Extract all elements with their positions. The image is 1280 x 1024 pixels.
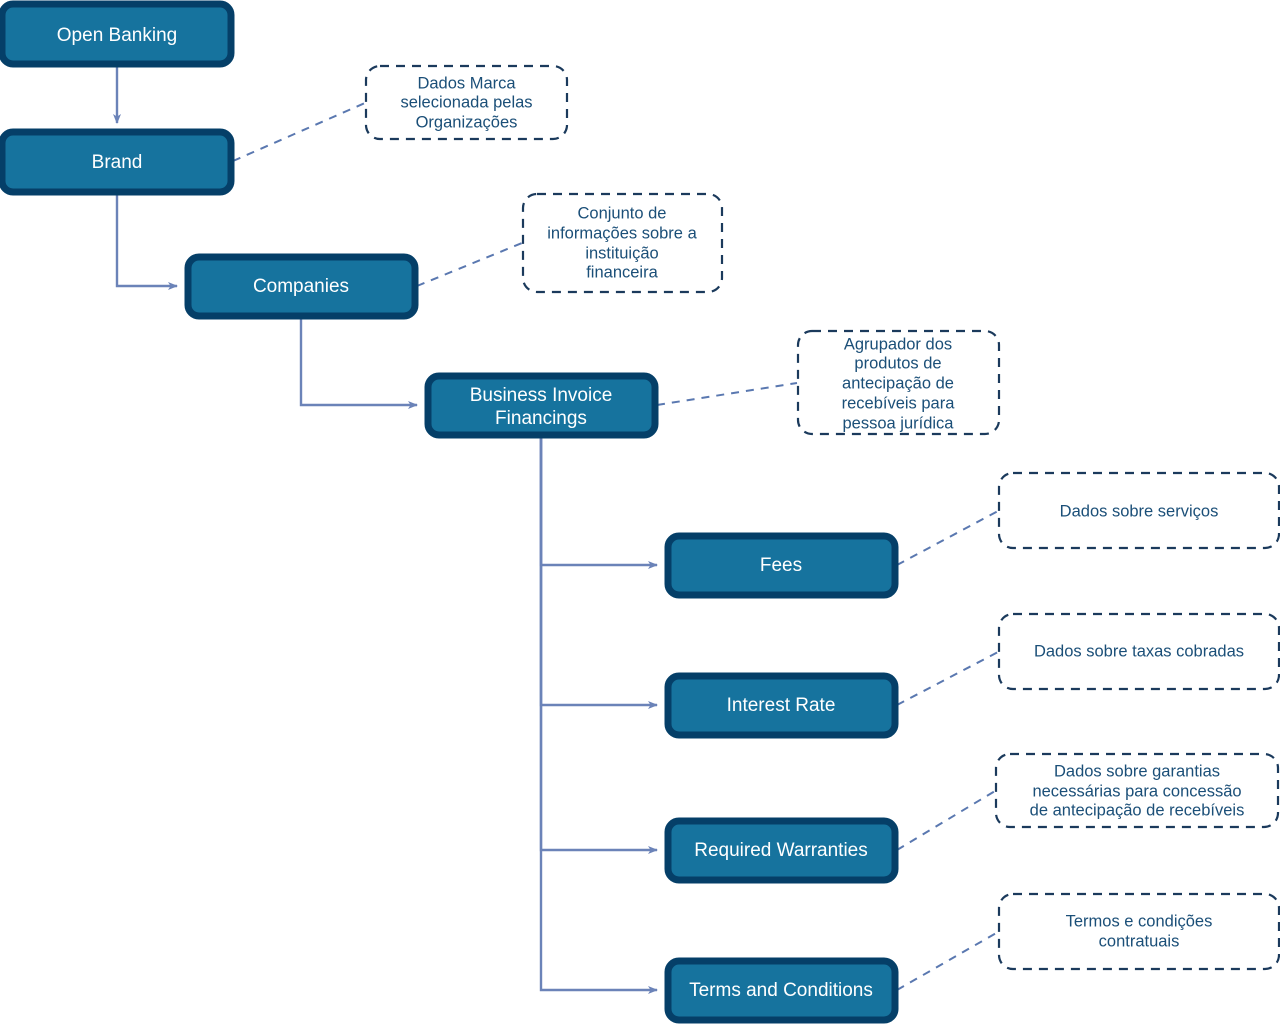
node-required-warranties[interactable]: Required Warranties — [664, 817, 899, 884]
node-interest-rate[interactable]: Interest Rate — [664, 672, 899, 739]
leader-terms — [896, 931, 999, 991]
note-bif-line-3: recebíveis para — [842, 394, 956, 412]
leader-companies — [416, 242, 523, 287]
node-brand-label: Brand — [92, 152, 143, 173]
note-terms: Termos e condições contratuais — [997, 892, 1280, 971]
node-open-banking-label: Open Banking — [57, 25, 177, 46]
note-warranties-line-1: necessárias para concessão — [1032, 782, 1241, 800]
conn-bif-interest — [539, 437, 658, 709]
note-brand-line-2: Organizações — [416, 113, 518, 131]
node-companies[interactable]: Companies — [184, 253, 419, 320]
note-companies-line-0: Conjunto de — [578, 204, 667, 222]
node-interest-rate-label: Interest Rate — [727, 695, 836, 716]
note-warranties-line-2: de antecipação de recebíveis — [1030, 801, 1245, 819]
node-terms-and-conditions[interactable]: Terms and Conditions — [664, 957, 899, 1024]
note-interest-line-0: Dados sobre taxas cobradas — [1034, 642, 1244, 660]
note-bif-line-0: Agrupador dos — [844, 335, 952, 353]
node-terms-and-conditions-label: Terms and Conditions — [689, 980, 873, 1001]
node-bif-label-line-1: Financings — [495, 408, 587, 429]
node-open-banking[interactable]: Open Banking — [0, 0, 235, 68]
note-interest: Dados sobre taxas cobradas — [997, 612, 1280, 691]
node-fees[interactable]: Fees — [664, 532, 899, 599]
note-warranties: Dados sobre garantias necessárias para c… — [994, 752, 1280, 829]
conn-companies-bif — [299, 318, 418, 409]
note-brand-line-0: Dados Marca — [417, 74, 516, 92]
conn-bif-warranties — [539, 437, 658, 854]
node-fees-label: Fees — [760, 555, 802, 576]
note-terms-line-0: Termos e condições — [1066, 912, 1213, 930]
leader-bif — [656, 382, 798, 406]
conn-bif-fees — [539, 437, 658, 569]
conn-bif-terms — [539, 437, 658, 994]
note-fees: Dados sobre serviços — [997, 471, 1280, 550]
note-brand-line-1: selecionada pelas — [400, 93, 532, 111]
note-bif: Agrupador dos produtos de antecipação de… — [796, 329, 1001, 436]
note-bif-line-4: pessoa jurídica — [843, 414, 955, 432]
note-bif-line-1: produtos de — [854, 354, 941, 372]
leader-line-layer — [232, 102, 999, 991]
node-bif-label-line-0: Business Invoice — [470, 385, 613, 406]
leader-fees — [896, 510, 999, 566]
leader-interest — [896, 651, 999, 706]
note-terms-line-1: contratuais — [1099, 932, 1180, 950]
node-required-warranties-label: Required Warranties — [694, 840, 868, 861]
annotation-note-layer: Dados Marca selecionada pelas Organizaçõ… — [364, 64, 1280, 971]
note-companies-line-2: instituição — [585, 244, 658, 262]
note-brand: Dados Marca selecionada pelas Organizaçõ… — [364, 64, 569, 141]
note-companies-line-1: informações sobre a — [547, 224, 697, 242]
node-layer: Open Banking Brand Companies Business In… — [0, 0, 899, 1024]
node-brand[interactable]: Brand — [0, 128, 235, 196]
connector-layer — [113, 66, 658, 994]
note-companies: Conjunto de informações sobre a institui… — [521, 192, 724, 294]
note-companies-line-3: financeira — [586, 263, 658, 281]
node-business-invoice-financings[interactable]: Business Invoice Financings — [424, 372, 659, 439]
note-bif-line-2: antecipação de — [842, 374, 954, 392]
note-fees-line-0: Dados sobre serviços — [1060, 502, 1219, 520]
note-warranties-line-0: Dados sobre garantias — [1054, 762, 1220, 780]
node-companies-label: Companies — [253, 276, 349, 297]
leader-brand — [232, 102, 366, 162]
conn-brand-companies — [115, 194, 178, 290]
leader-warranties — [896, 790, 996, 851]
